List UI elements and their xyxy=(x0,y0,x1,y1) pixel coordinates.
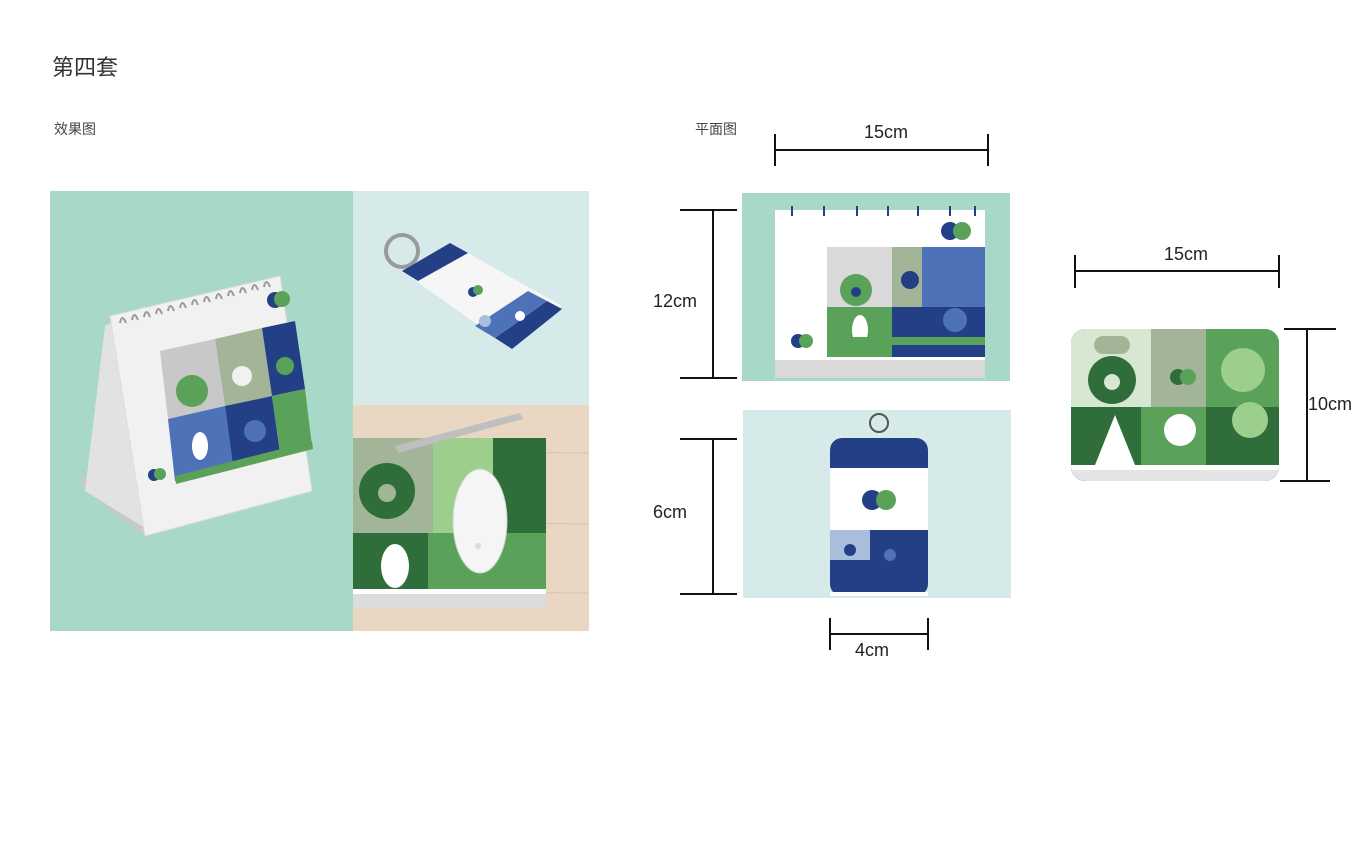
render-label: 效果图 xyxy=(54,122,96,138)
mockup-image xyxy=(50,191,589,631)
pen-mockup xyxy=(395,413,523,453)
mousepad-height-label: 10cm xyxy=(1308,394,1353,414)
calendar-width-label: 15cm xyxy=(864,122,909,142)
desk-calendar-mockup xyxy=(80,275,313,537)
keychain-width-label: 4cm xyxy=(855,640,890,660)
keychain-plan xyxy=(650,410,1020,660)
calendar-height-label: 12cm xyxy=(653,291,698,311)
keychain-mockup xyxy=(384,233,562,349)
mouse-mockup xyxy=(452,468,508,574)
page-title: 第四套 xyxy=(52,56,119,81)
mousepad-mockup xyxy=(353,438,546,608)
plan-label: 平面图 xyxy=(695,122,737,138)
keychain-height-label: 6cm xyxy=(653,502,688,522)
calendar-plan xyxy=(650,130,1020,385)
mousepad-plan xyxy=(1060,240,1360,490)
mousepad-width-label: 15cm xyxy=(1164,244,1209,264)
